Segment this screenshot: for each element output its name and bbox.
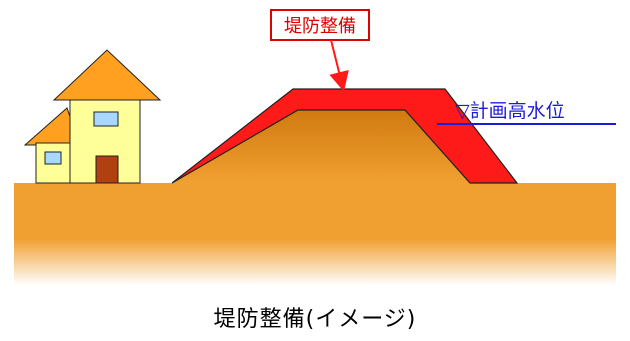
dike-label-box <box>270 9 370 41</box>
planned-high-water-label: ▽計画高水位 <box>455 100 565 122</box>
diagram-caption: 堤防整備(イメージ) <box>213 307 417 332</box>
house-main-roof <box>52 49 162 101</box>
improved-dike-overlay <box>171 88 519 184</box>
house-door <box>95 155 119 184</box>
house-lower-window <box>44 151 62 165</box>
dike-label: 堤防整備 <box>284 16 356 37</box>
ground <box>14 183 616 285</box>
existing-dike-body <box>172 110 470 183</box>
house <box>23 49 162 184</box>
house-upper-window <box>93 111 119 127</box>
dike-label-arrow <box>329 39 349 92</box>
